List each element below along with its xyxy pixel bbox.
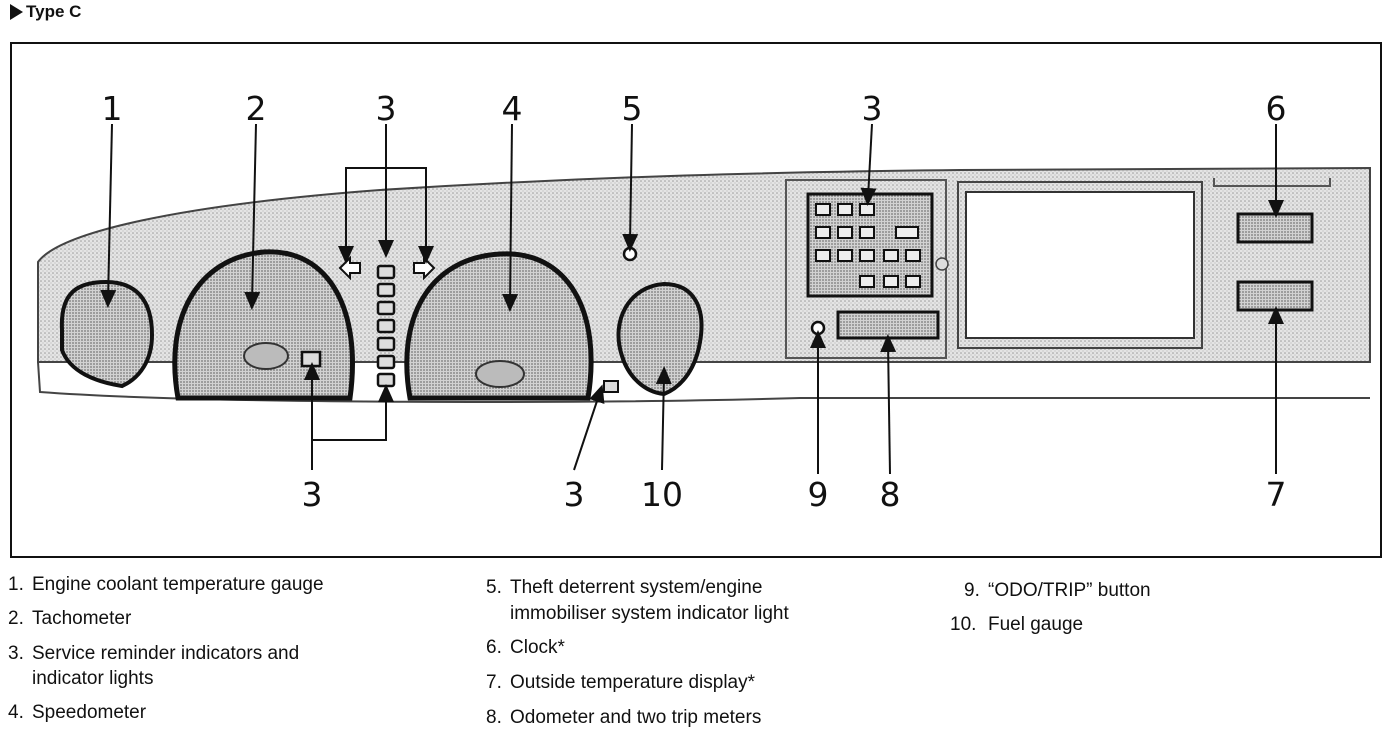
callout-3-top-right: 3 — [862, 89, 883, 128]
legend-num: 6. — [486, 637, 502, 658]
section-header: Type C — [10, 2, 81, 22]
odo-trip-button-icon — [810, 320, 826, 336]
callout-3-top-left: 3 — [376, 89, 397, 128]
legend-text: “ODO/TRIP” button — [988, 580, 1151, 601]
legend-text: Tachometer — [32, 608, 132, 629]
fuel-gauge-shape — [616, 281, 704, 397]
callout-1: 1 — [102, 89, 123, 128]
legend-text: Speedometer — [32, 702, 147, 723]
section-title: Type C — [26, 2, 82, 21]
legend-num: 10. — [950, 614, 977, 635]
legend-num: 5. — [486, 577, 502, 598]
legend-text: immobiliser system indicator light — [510, 603, 789, 624]
outside-temperature-display — [1236, 280, 1314, 312]
legend-text: Fuel gauge — [988, 614, 1084, 635]
speedometer-indicator — [603, 380, 619, 393]
tachometer-indicator — [300, 350, 322, 368]
callout-8: 8 — [880, 475, 901, 514]
legend-text: Engine coolant temperature gauge — [32, 574, 324, 595]
grid-side-knob — [935, 257, 949, 271]
multi-display-screen — [965, 191, 1195, 339]
callout-6: 6 — [1266, 89, 1287, 128]
legend-column-2: 5. Theft deterrent system/engine immobili… — [486, 577, 946, 735]
callout-leader-lines — [100, 123, 1284, 475]
legend-num: 7. — [486, 672, 502, 693]
instrument-panel-figure — [10, 42, 1382, 558]
legend-num: 3. — [8, 643, 24, 664]
legend-text: Odometer and two trip meters — [510, 707, 762, 728]
right-panel-step — [1213, 178, 1331, 187]
legend-column-3: 9. “ODO/TRIP” button 10. Fuel gauge — [950, 580, 1370, 650]
callout-5: 5 — [622, 89, 643, 128]
legend-text: indicator lights — [32, 668, 154, 689]
tachometer-hub — [243, 342, 289, 370]
speedometer-shape — [404, 251, 594, 401]
legend-column-1: 1. Engine coolant temperature gauge 2. Tac… — [8, 574, 468, 734]
indicator-grid-lights — [815, 203, 921, 288]
multi-display-frame — [957, 181, 1203, 349]
callout-2: 2 — [246, 89, 267, 128]
clock-display — [1236, 212, 1314, 244]
dashboard-lower-edge — [37, 361, 1370, 403]
callout-7: 7 — [1266, 475, 1287, 514]
legend-num: 9. — [964, 580, 980, 601]
callout-3-bottom-mid: 3 — [564, 475, 585, 514]
indicator-light-stack — [376, 264, 396, 388]
callout-3-bottom-left: 3 — [302, 475, 323, 514]
legend-text: Outside temperature display* — [510, 672, 756, 693]
callout-4: 4 — [502, 89, 523, 128]
theft-deterrent-indicator-light — [622, 246, 638, 262]
triangle-bullet-icon — [10, 4, 23, 20]
speedometer-hub — [475, 360, 525, 388]
odometer-display — [836, 310, 940, 340]
callout-9: 9 — [808, 475, 829, 514]
legend-text: Theft deterrent system/engine — [510, 577, 763, 598]
coolant-gauge-shape — [59, 279, 155, 389]
legend-text: Service reminder indicators and — [32, 643, 300, 664]
legend-text: Clock* — [510, 637, 565, 658]
legend-num: 2. — [8, 608, 24, 629]
legend-num: 4. — [8, 702, 24, 723]
legend-num: 1. — [8, 574, 24, 595]
legend-num: 8. — [486, 707, 502, 728]
callout-10: 10 — [641, 475, 683, 514]
